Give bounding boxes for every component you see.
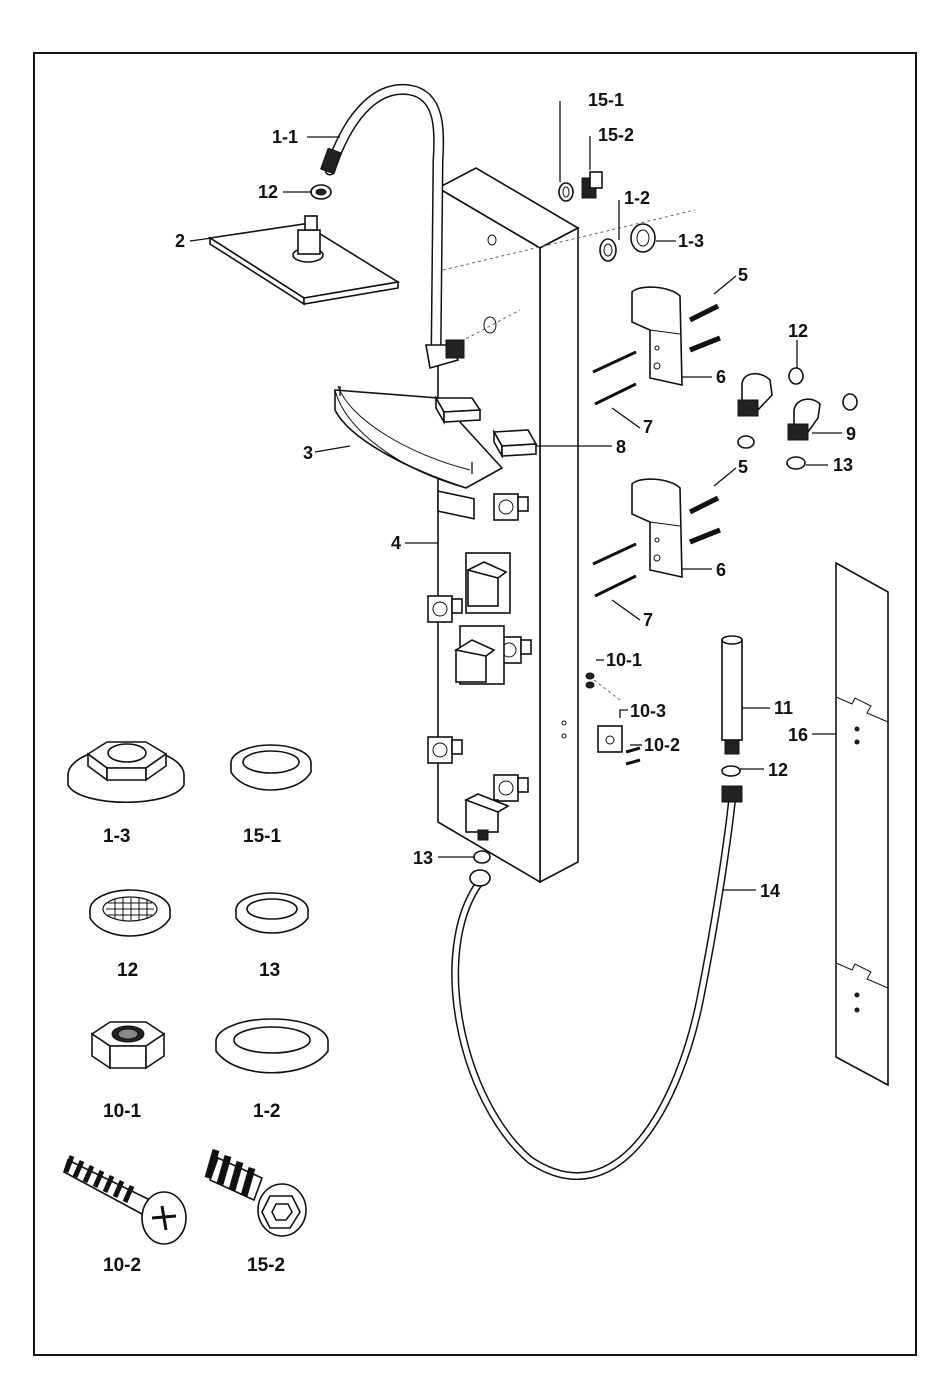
detail-label-10-1: 10-1 — [103, 1101, 141, 1122]
callout-13-right: 13 — [833, 455, 853, 475]
detail-label-1-2: 1-2 — [253, 1101, 280, 1122]
detail-15-1 — [231, 745, 311, 790]
detail-10-1 — [92, 1022, 164, 1068]
detail-15-2 — [208, 1150, 306, 1236]
callout-8: 8 — [616, 437, 626, 457]
callout-3: 3 — [303, 443, 313, 463]
callout-2: 2 — [175, 231, 185, 251]
detail-label-12: 12 — [117, 960, 138, 981]
detail-13 — [236, 893, 308, 933]
hand-shower — [722, 636, 742, 776]
callout-12-right: 12 — [788, 321, 808, 341]
detail-1-2 — [216, 1019, 328, 1073]
callout-4: 4 — [391, 533, 401, 553]
callout-12-top: 12 — [258, 182, 278, 202]
callout-1-3: 1-3 — [678, 231, 704, 251]
rain-shower-head — [210, 216, 398, 304]
callout-5-top: 5 — [738, 265, 748, 285]
detail-label-1-3: 1-3 — [103, 826, 130, 847]
callout-15-2: 15-2 — [598, 125, 634, 145]
callout-7-bottom: 7 — [643, 610, 653, 630]
detail-label-15-2: 15-2 — [247, 1255, 285, 1276]
callout-12-hand: 12 — [768, 760, 788, 780]
detail-parts — [64, 742, 328, 1244]
callout-9: 9 — [846, 424, 856, 444]
elbow-fittings — [738, 368, 857, 469]
callout-1-2: 1-2 — [624, 188, 650, 208]
detail-label-10-2: 10-2 — [103, 1255, 141, 1276]
callout-15-1: 15-1 — [588, 90, 624, 110]
callout-10-1: 10-1 — [606, 650, 642, 670]
callout-7-top: 7 — [643, 417, 653, 437]
callout-16: 16 — [788, 725, 808, 745]
detail-1-3 — [68, 742, 184, 802]
callout-10-2: 10-2 — [644, 735, 680, 755]
mounting-template — [836, 563, 888, 1085]
detail-label-13: 13 — [259, 960, 280, 981]
detail-12 — [90, 890, 170, 936]
callout-6-bottom: 6 — [716, 560, 726, 580]
callout-10-3: 10-3 — [630, 701, 666, 721]
wall-brackets — [593, 287, 720, 596]
callout-13-bottom: 13 — [413, 848, 433, 868]
detail-label-15-1: 15-1 — [243, 826, 281, 847]
callout-1-1: 1-1 — [272, 127, 298, 147]
callout-5-bottom: 5 — [738, 457, 748, 477]
callout-6-top: 6 — [716, 367, 726, 387]
detail-10-2 — [64, 1156, 186, 1244]
callout-14: 14 — [760, 881, 780, 901]
callout-11: 11 — [774, 698, 793, 718]
